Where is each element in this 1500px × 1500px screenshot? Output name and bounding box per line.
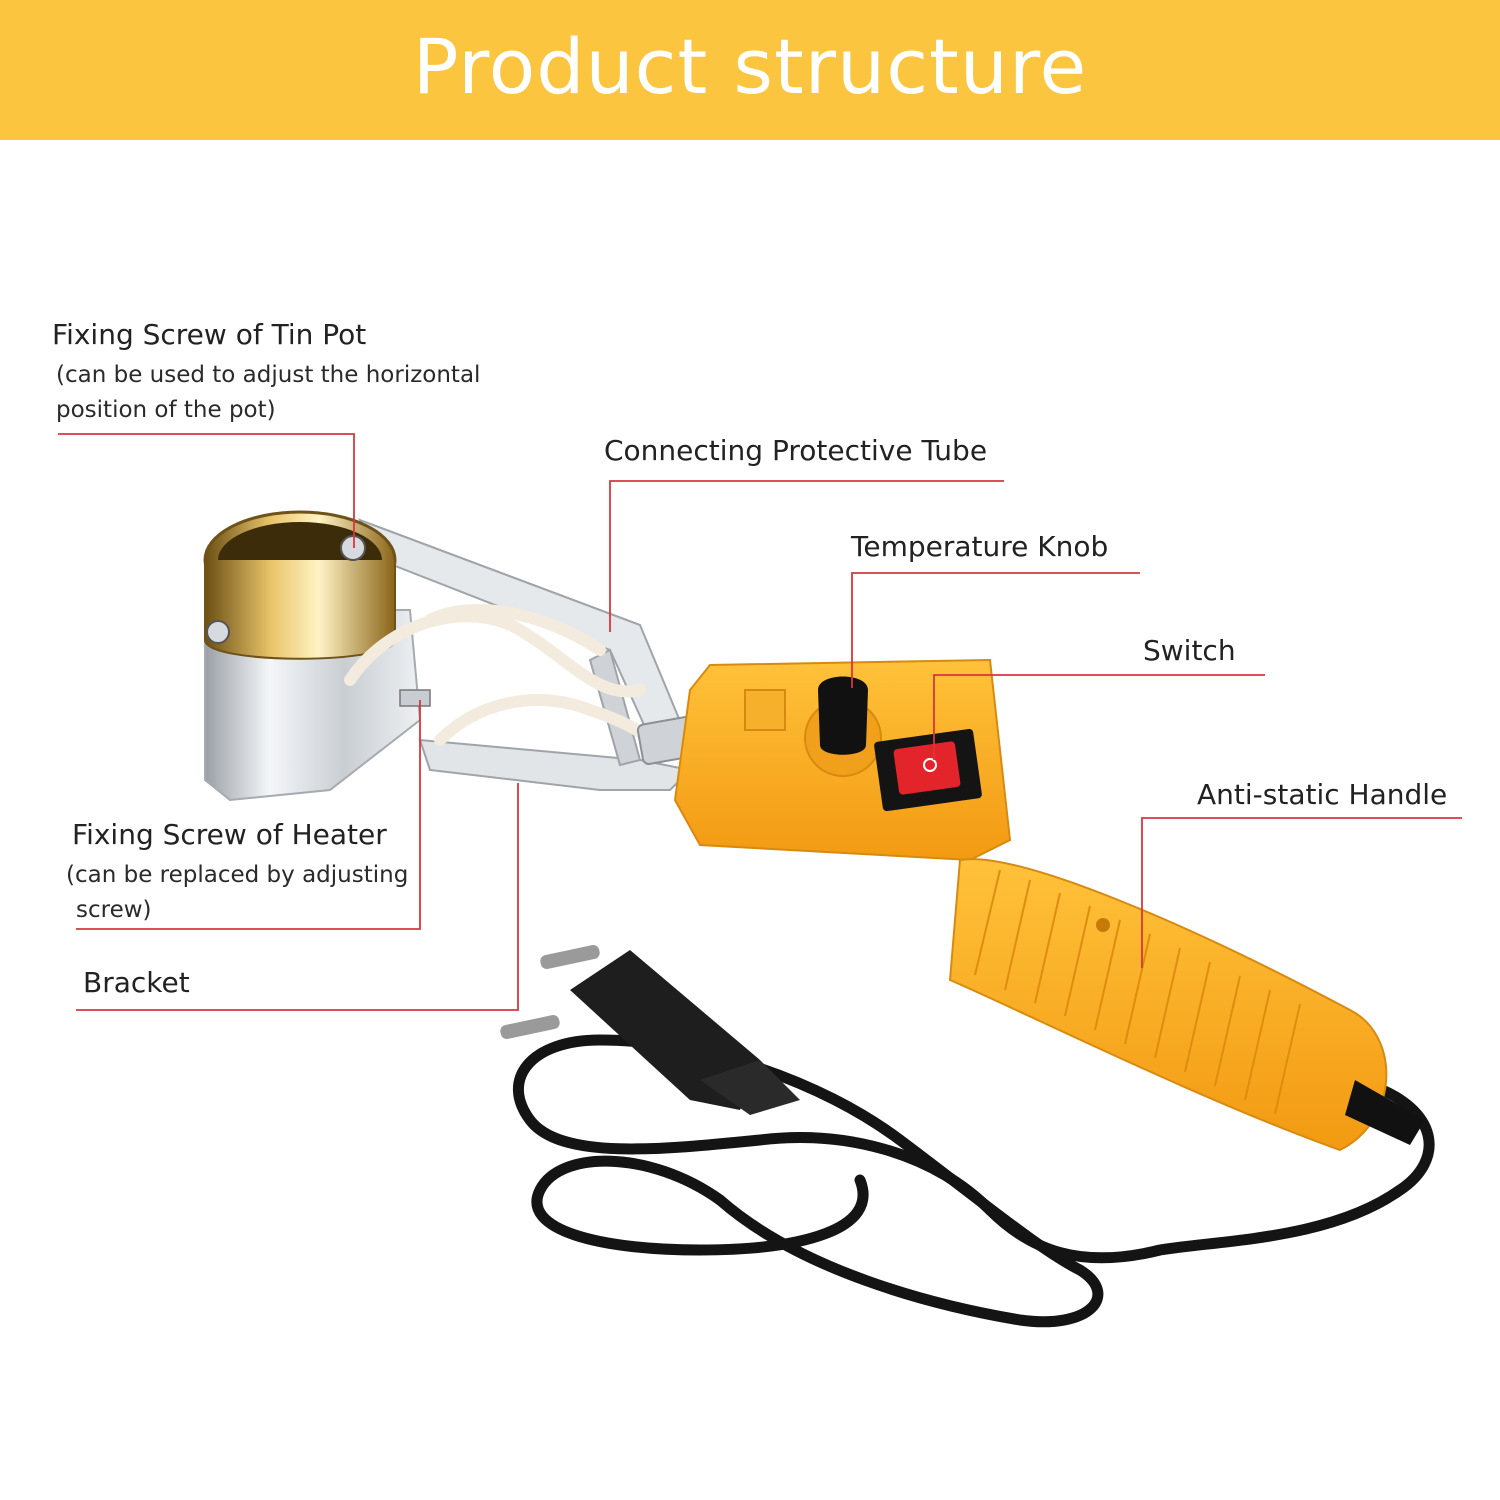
leader-line-bracket: [76, 783, 519, 1011]
leader-line-switch: [933, 674, 1265, 760]
label-anti-static-handle: Anti-static Handle: [1197, 778, 1448, 811]
label-temperature-knob: Temperature Knob: [851, 530, 1109, 563]
leader-line-protective-tube: [609, 480, 1004, 632]
note-tin-pot-screw-2: position of the pot): [56, 397, 276, 423]
note-heater-screw-1: (can be replaced by adjusting: [66, 862, 409, 888]
label-bracket: Bracket: [83, 966, 190, 999]
leader-line-handle: [1141, 817, 1462, 968]
control-box: [673, 658, 1012, 862]
tin-pot: [203, 510, 422, 802]
page-title: Product structure: [412, 21, 1088, 111]
label-heater-screw: Fixing Screw of Heater: [72, 818, 387, 851]
note-heater-screw-2: screw): [76, 897, 152, 923]
leader-line-tin-pot-screw: [58, 433, 355, 548]
power-cord: [513, 1034, 1435, 1328]
heater-wires: [344, 604, 656, 746]
power-plug: [500, 945, 800, 1115]
anti-static-handle: [948, 858, 1425, 1152]
title-banner: Product structure: [0, 0, 1500, 140]
leader-lines: [58, 433, 1462, 1011]
label-protective-tube: Connecting Protective Tube: [604, 434, 988, 467]
leader-line-heater-screw: [76, 700, 421, 930]
label-tin-pot-screw: Fixing Screw of Tin Pot: [52, 318, 367, 351]
note-tin-pot-screw-1: (can be used to adjust the horizontal: [56, 362, 481, 388]
label-switch: Switch: [1143, 634, 1236, 667]
leader-line-temperature-knob: [851, 572, 1140, 688]
